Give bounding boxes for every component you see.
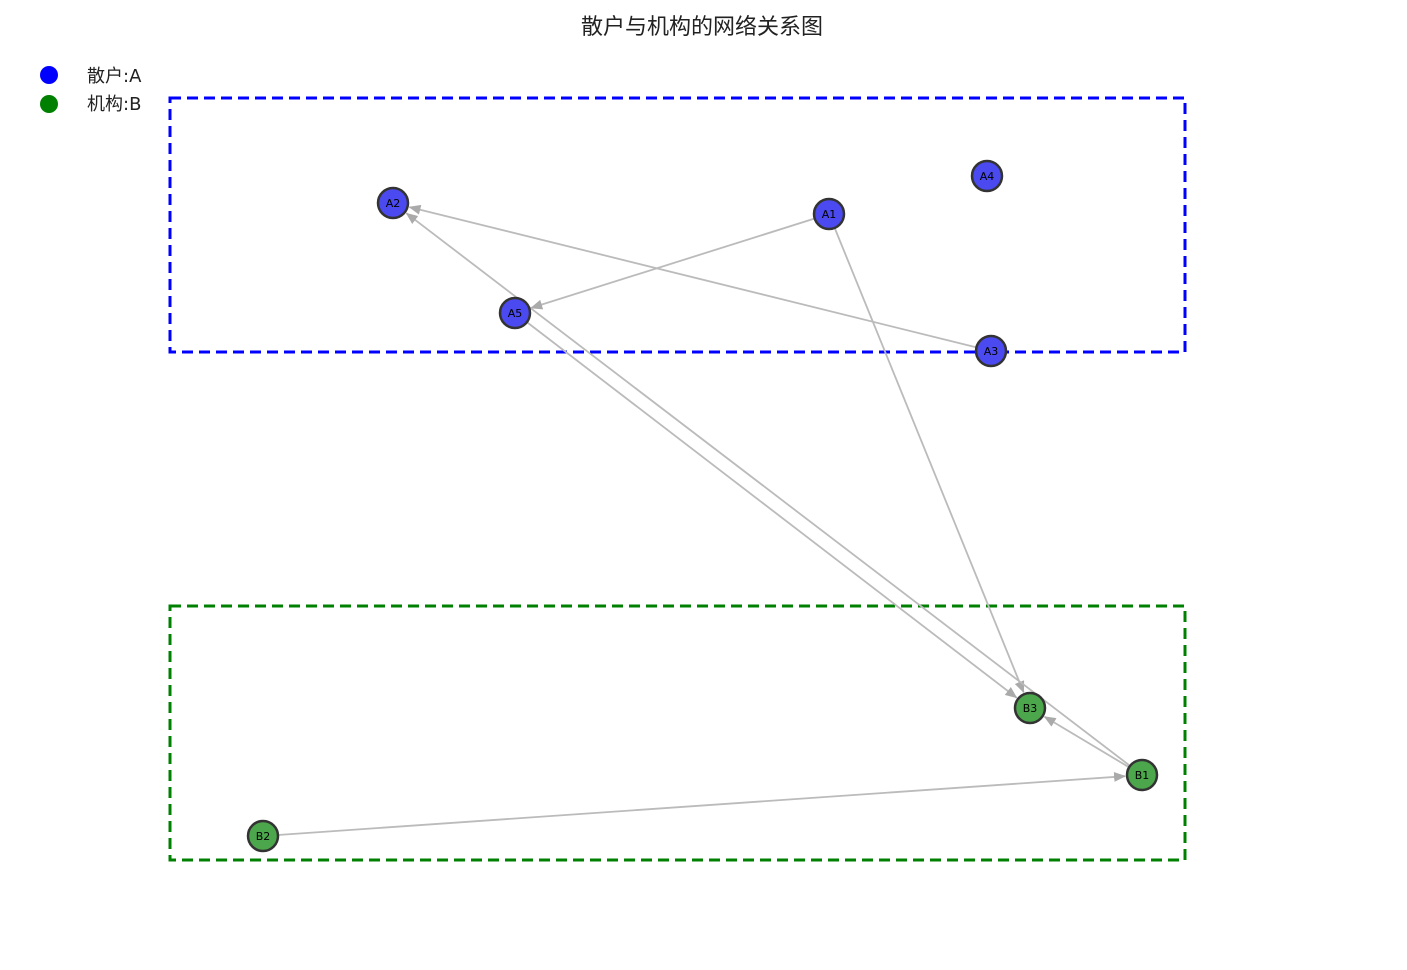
diagram-title: 散户与机构的网络关系图 — [581, 15, 823, 40]
node-circle-a2 — [376, 186, 410, 220]
group-box-retail — [168, 96, 1187, 354]
edges-layer — [277, 204, 1131, 836]
edge-b2-b1 — [277, 771, 1127, 836]
node-b1: B1 — [1125, 758, 1159, 792]
legend-label-retail: 散户:A — [87, 66, 142, 87]
node-label-a5: A5 — [508, 307, 523, 320]
legend-label-institution: 机构:B — [87, 94, 141, 115]
node-a1: A1 — [812, 197, 846, 231]
edge-a5-b3 — [526, 321, 1018, 699]
node-label-a1: A1 — [822, 208, 837, 221]
legend-marker-institution — [40, 95, 58, 113]
legend-item-institution: 机构:B — [40, 94, 141, 115]
node-label-b2: B2 — [256, 830, 271, 843]
node-a4: A4 — [970, 159, 1004, 193]
node-a2: A2 — [376, 186, 410, 220]
node-circle-b2 — [246, 819, 280, 853]
node-a3: A3 — [974, 334, 1008, 368]
edge-b1-b3 — [1043, 715, 1130, 769]
node-b3: B3 — [1013, 691, 1047, 725]
node-label-a4: A4 — [980, 170, 995, 183]
group-box-institution — [168, 604, 1187, 862]
node-circle-a4 — [970, 159, 1004, 193]
node-a5: A5 — [498, 296, 532, 330]
node-b2: B2 — [246, 819, 280, 853]
edge-a1-b3 — [833, 227, 1025, 694]
legend-marker-retail — [40, 66, 58, 84]
legend-item-retail: 散户:A — [40, 66, 142, 87]
node-label-b1: B1 — [1135, 769, 1150, 782]
node-circle-a5 — [498, 296, 532, 330]
node-circle-a3 — [974, 334, 1008, 368]
node-circle-b1 — [1125, 758, 1159, 792]
edge-a3-a2 — [408, 204, 977, 349]
node-label-a2: A2 — [386, 197, 401, 210]
node-label-b3: B3 — [1023, 702, 1038, 715]
node-circle-b3 — [1013, 691, 1047, 725]
edge-a1-a5 — [530, 217, 815, 310]
node-circle-a1 — [812, 197, 846, 231]
legend: 散户:A 机构:B — [40, 66, 142, 115]
node-label-a3: A3 — [984, 345, 999, 358]
